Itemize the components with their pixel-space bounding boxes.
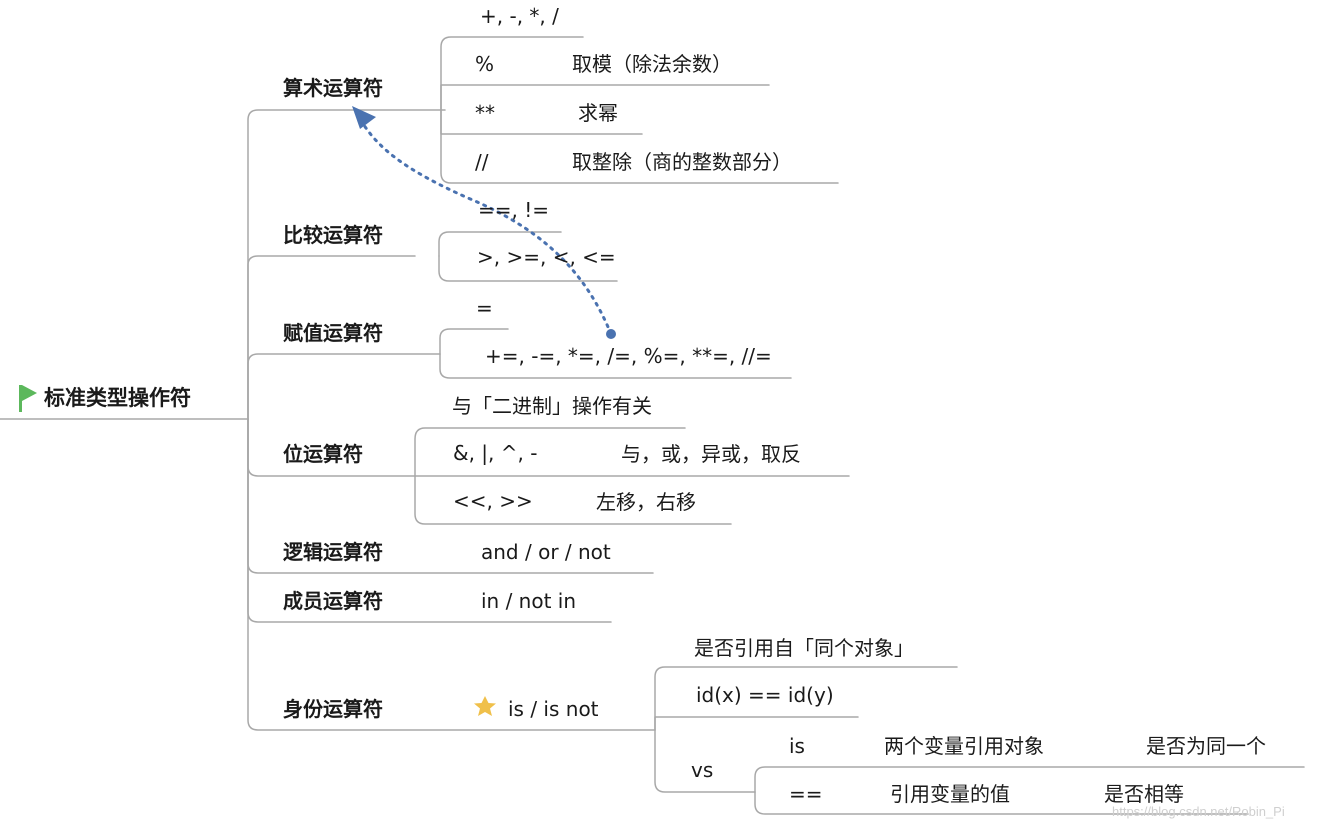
relation-start-dot (606, 329, 616, 339)
child-line-bitwise-3 (414, 475, 732, 525)
branch-line-assign (247, 353, 441, 420)
compare-op-1: ==, != (478, 198, 550, 222)
child-line-identity-1 (654, 666, 958, 731)
watermark: https://blog.csdn.net/Robin_Pi (1112, 804, 1285, 819)
bitwise-desc-1: 与，或，异或，取反 (621, 442, 801, 466)
child-line-vs-is (754, 766, 1305, 793)
child-line-vs-eq (754, 791, 1249, 815)
branch-label-identity: 身份运算符 (283, 697, 383, 721)
child-line-identity-vs (654, 729, 756, 793)
vs-eq-desc: 引用变量的值 (890, 782, 1010, 806)
relation-arrowhead (352, 106, 376, 129)
vs-is-result: 是否为同一个 (1146, 734, 1266, 758)
bitwise-op-2: <<, >> (453, 489, 533, 513)
child-line-arith-1 (440, 36, 584, 111)
arith-op-3: ** (475, 101, 495, 125)
child-line-arith-4 (440, 109, 839, 184)
vs-label: vs (691, 758, 714, 782)
bitwise-note: 与「二进制」操作有关 (452, 394, 652, 418)
branch-label-arith: 算术运算符 (283, 76, 383, 100)
bitwise-desc-2: 左移，右移 (596, 490, 696, 514)
arith-desc-4: 取整除（商的整数部分） (572, 150, 792, 174)
vs-eq-result: 是否相等 (1104, 782, 1184, 806)
arith-op-1: +, -, *, / (480, 4, 559, 28)
child-line-assign-1 (439, 328, 509, 355)
branch-line-identity (247, 418, 656, 731)
arith-op-4: // (475, 150, 489, 174)
bitwise-op-1: &, |, ^, - (453, 441, 538, 465)
branch-line-compare (247, 255, 416, 420)
identity-item-1: 是否引用自「同个对象」 (694, 636, 914, 660)
vs-eq-op: == (789, 782, 823, 806)
child-line-identity-2 (654, 716, 859, 731)
assign-op-2: +=, -=, *=, /=, %=, **=, //= (485, 344, 772, 368)
assign-op-1: = (476, 296, 493, 320)
root-label: 标准类型操作符 (44, 386, 191, 410)
branch-label-compare: 比较运算符 (283, 223, 383, 247)
branch-label-bitwise: 位运算符 (283, 442, 363, 466)
logic-value: and / or / not (481, 540, 611, 564)
child-line-compare-1 (438, 231, 562, 257)
branch-label-logic: 逻辑运算符 (283, 540, 383, 564)
identity-value: is / is not (508, 697, 599, 721)
arith-desc-3: 求幂 (578, 101, 618, 125)
compare-op-2: >, >=, <, <= (477, 245, 616, 269)
arith-desc-2: 取模（除法余数） (572, 52, 732, 76)
relation-arrow (352, 106, 616, 339)
child-line-compare-2 (438, 255, 618, 282)
vs-is-op: is (789, 734, 805, 758)
branch-line-arith (247, 109, 446, 420)
identity-item-2: id(x) == id(y) (696, 683, 834, 707)
green-flag-icon (19, 385, 37, 412)
branch-label-assign: 赋值运算符 (283, 321, 383, 345)
vs-is-desc: 两个变量引用对象 (884, 734, 1044, 758)
child-line-assign-2 (439, 353, 792, 379)
child-line-arith-2 (440, 84, 770, 111)
branch-label-member: 成员运算符 (283, 589, 383, 613)
star-icon (474, 696, 496, 716)
member-value: in / not in (481, 589, 577, 613)
child-line-bitwise-1 (414, 427, 686, 477)
arith-op-2: % (475, 52, 495, 76)
